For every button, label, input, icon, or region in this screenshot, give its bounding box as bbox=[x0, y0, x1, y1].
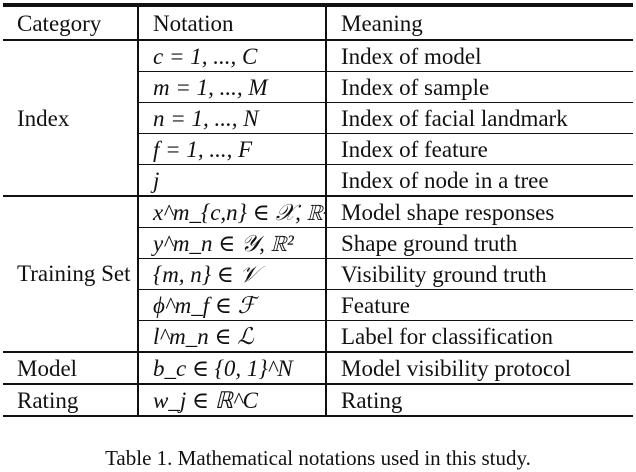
notation-cell: c = 1, ..., C bbox=[138, 40, 327, 72]
notation-cell: x^m_{c,n} ∈ 𝒳, ℝ² bbox=[138, 196, 327, 228]
table-row: ϕ^m_f ∈ ℱ Feature bbox=[3, 289, 633, 321]
meaning-cell: Index of sample bbox=[341, 74, 490, 100]
table-row: Rating w_j ∈ ℝ^C Rating bbox=[3, 384, 633, 416]
table-row: j Index of node in a tree bbox=[3, 164, 633, 196]
header-row: Category Notation Meaning bbox=[3, 5, 633, 40]
category-cell-rating: Rating bbox=[3, 384, 139, 416]
notation-text: j bbox=[153, 167, 160, 193]
table-row: f = 1, ..., F Index of feature bbox=[3, 133, 633, 165]
notation-text: y^m_n ∈ 𝒴, ℝ² bbox=[153, 230, 294, 256]
notation-cell: m = 1, ..., M bbox=[138, 71, 327, 103]
notation-text: m = 1, ..., M bbox=[153, 74, 268, 100]
notation-text: w_j ∈ ℝ^C bbox=[153, 387, 259, 413]
meaning-cell: Model visibility protocol bbox=[341, 355, 571, 381]
notation-cell: {m, n} ∈ 𝒱 bbox=[138, 258, 327, 290]
notation-cell: w_j ∈ ℝ^C bbox=[138, 384, 327, 416]
header-notation: Notation bbox=[138, 5, 327, 40]
table-row: Index c = 1, ..., C Index of model bbox=[3, 40, 633, 197]
table-row: n = 1, ..., N Index of facial landmark bbox=[3, 102, 633, 134]
table-row: Model b_c ∈ {0, 1}^N Model visibility pr… bbox=[3, 352, 633, 384]
notation-text: ϕ^m_f ∈ ℱ bbox=[153, 292, 256, 318]
header-category: Category bbox=[3, 5, 139, 40]
meaning-cell: Feature bbox=[341, 292, 410, 318]
meaning-cell: Index of model bbox=[341, 43, 482, 69]
notation-cell: ϕ^m_f ∈ ℱ bbox=[138, 289, 327, 321]
meaning-cell: Shape ground truth bbox=[341, 230, 518, 256]
notation-text: c = 1, ..., C bbox=[153, 43, 258, 69]
meaning-cell: Rating bbox=[341, 387, 403, 413]
notation-cell: j bbox=[138, 164, 327, 196]
header-meaning: Meaning bbox=[341, 10, 423, 36]
meaning-cell: Label for classification bbox=[341, 323, 554, 349]
meaning-cell: Index of facial landmark bbox=[341, 105, 568, 131]
table-row: y^m_n ∈ 𝒴, ℝ² Shape ground truth bbox=[3, 227, 633, 259]
notation-table: Category Notation Meaning Index c = 1, .… bbox=[3, 3, 633, 417]
table-caption: Table 1. Mathematical notations used in … bbox=[105, 446, 531, 470]
notation-cell: l^m_n ∈ ℒ bbox=[138, 320, 327, 352]
notation-text: f = 1, ..., F bbox=[153, 136, 253, 162]
notation-cell: b_c ∈ {0, 1}^N bbox=[138, 352, 327, 384]
notation-text: n = 1, ..., N bbox=[153, 105, 259, 131]
notation-text: x^m_{c,n} ∈ 𝒳, ℝ² bbox=[153, 199, 326, 225]
notation-text: {m, n} ∈ 𝒱 bbox=[153, 261, 259, 287]
notation-text: b_c ∈ {0, 1}^N bbox=[153, 355, 293, 381]
meaning-cell: Index of node in a tree bbox=[341, 167, 549, 193]
notation-cell: n = 1, ..., N bbox=[138, 102, 327, 134]
table-row: m = 1, ..., M Index of sample bbox=[3, 71, 633, 103]
notation-text: l^m_n ∈ ℒ bbox=[153, 323, 254, 349]
category-cell-training-set: Training Set bbox=[3, 196, 139, 353]
meaning-cell: Visibility ground truth bbox=[341, 261, 547, 287]
category-cell-index: Index bbox=[3, 40, 139, 197]
notation-cell: f = 1, ..., F bbox=[138, 133, 327, 165]
notation-cell: y^m_n ∈ 𝒴, ℝ² bbox=[138, 227, 327, 259]
meaning-cell: Model shape responses bbox=[341, 199, 555, 225]
category-cell-model: Model bbox=[3, 352, 139, 384]
table-row: {m, n} ∈ 𝒱 Visibility ground truth bbox=[3, 258, 633, 290]
table-row: l^m_n ∈ ℒ Label for classification bbox=[3, 320, 633, 352]
meaning-cell: Index of feature bbox=[341, 136, 488, 162]
table-row: Training Set x^m_{c,n} ∈ 𝒳, ℝ² Model sha… bbox=[3, 196, 633, 353]
